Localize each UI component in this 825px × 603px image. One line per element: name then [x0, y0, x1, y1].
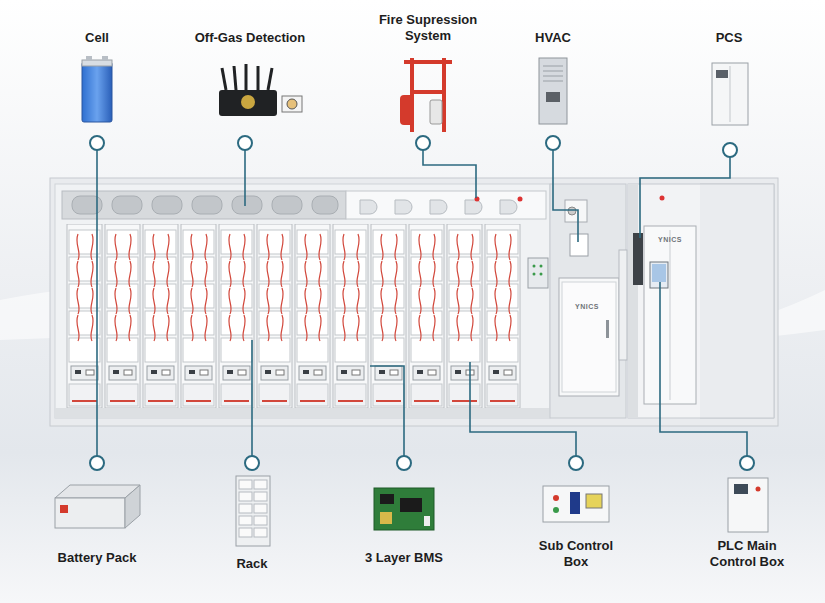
- component-callout: PLC Main Control Box: [701, 538, 793, 569]
- component-label: HVAC: [518, 30, 588, 46]
- brand-logo-text: YNICS: [575, 303, 599, 310]
- component-callout: 3 Layer BMS: [349, 550, 459, 566]
- component-label: 3 Layer BMS: [349, 550, 459, 566]
- component-callout: Cell: [57, 30, 137, 46]
- component-label: Cell: [57, 30, 137, 46]
- component-label: PCS: [699, 30, 759, 46]
- component-label: Sub Control Box: [531, 538, 621, 569]
- component-label: Fire Supression System: [374, 12, 482, 43]
- brand-logo-text: YNICS: [658, 236, 682, 243]
- component-callout: Battery Pack: [42, 550, 152, 566]
- component-callout: Off-Gas Detection: [180, 30, 320, 46]
- component-label: Rack: [217, 556, 287, 572]
- component-callout: Rack: [217, 556, 287, 572]
- component-callout: HVAC: [518, 30, 588, 46]
- component-label: PLC Main Control Box: [701, 538, 793, 569]
- component-label: Off-Gas Detection: [180, 30, 320, 46]
- component-callout: PCS: [699, 30, 759, 46]
- component-callout: Fire Supression System: [374, 12, 482, 43]
- component-label: Battery Pack: [42, 550, 152, 566]
- component-callout: Sub Control Box: [531, 538, 621, 569]
